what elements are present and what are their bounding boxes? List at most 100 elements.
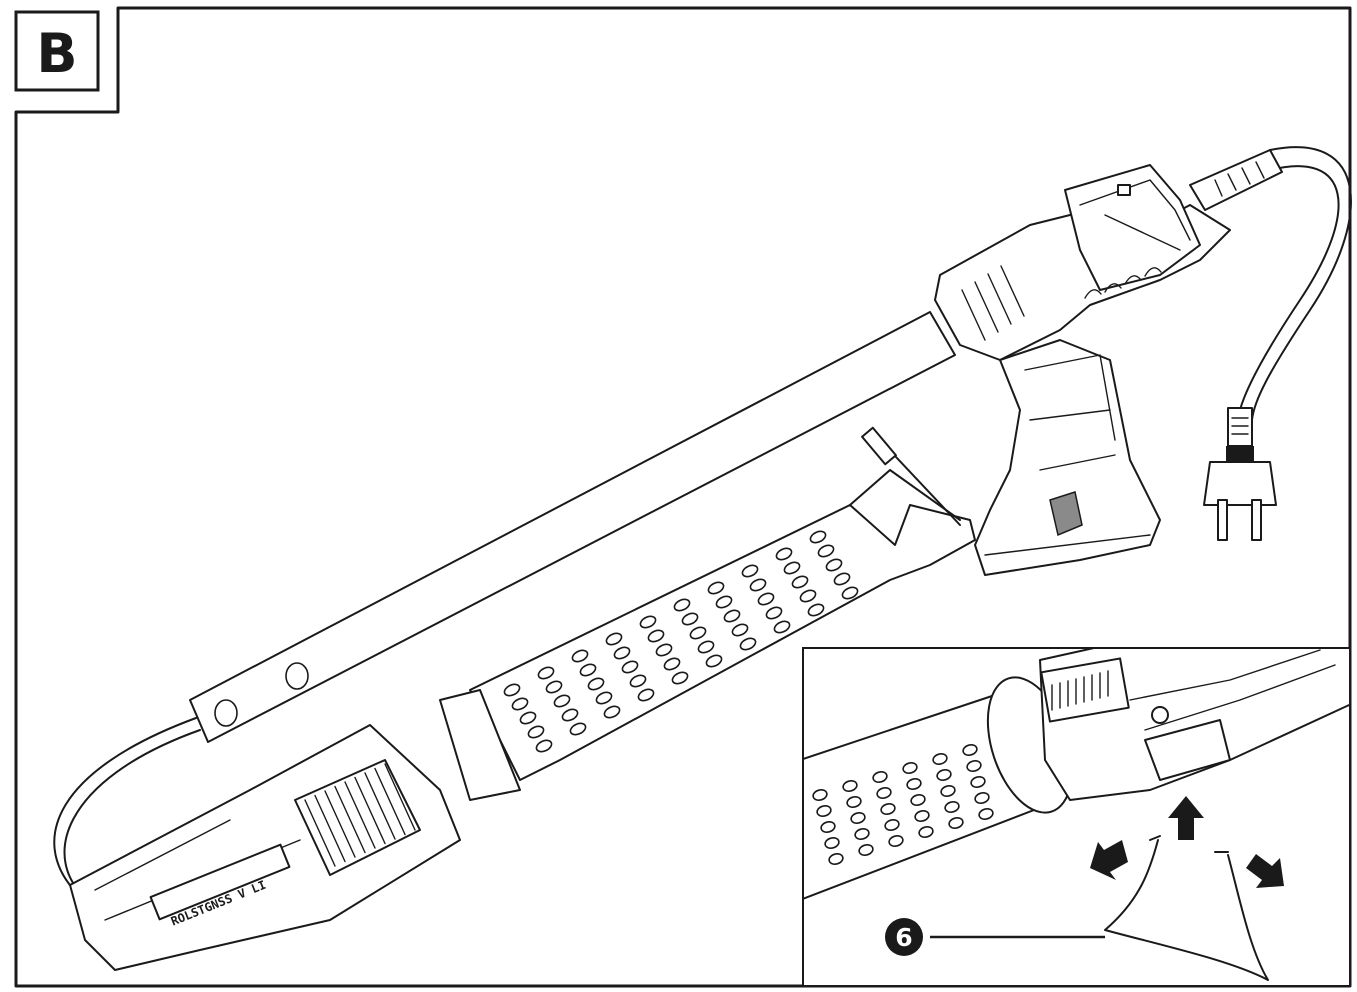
- vent-hole: [850, 812, 866, 824]
- vent-hole: [569, 722, 587, 736]
- vent-hole: [974, 792, 990, 804]
- vent-hole: [741, 564, 759, 578]
- callout-number: 6: [895, 923, 912, 952]
- vent-hole: [858, 844, 874, 856]
- vent-hole: [655, 643, 673, 657]
- vent-hole: [613, 646, 631, 660]
- vent-hole: [537, 666, 555, 680]
- vent-hole: [841, 586, 859, 600]
- vent-hole: [944, 801, 960, 813]
- nozzle-holes: [503, 530, 859, 753]
- vent-hole: [773, 620, 791, 634]
- vent-hole: [888, 835, 904, 847]
- vent-hole: [689, 626, 707, 640]
- vent-hole: [948, 817, 964, 829]
- vent-hole: [545, 680, 563, 694]
- vent-hole: [775, 547, 793, 561]
- vent-hole: [854, 828, 870, 840]
- vent-hole: [681, 612, 699, 626]
- vent-hole: [707, 581, 725, 595]
- vent-hole: [812, 789, 828, 801]
- grip-rib: [354, 776, 386, 845]
- vent-hole: [603, 705, 621, 719]
- direction-arrow-icon: [1090, 796, 1284, 888]
- vent-hole: [978, 808, 994, 820]
- plug-icon: [1203, 407, 1277, 541]
- vent-hole: [902, 762, 918, 774]
- vent-hole: [914, 810, 930, 822]
- grip-rib: [314, 794, 346, 863]
- vent-hole: [872, 771, 888, 783]
- vent-hole: [846, 796, 862, 808]
- grip-rib: [334, 785, 366, 854]
- vent-hole: [799, 589, 817, 603]
- vent-hole: [561, 708, 579, 722]
- vent-hole: [647, 629, 665, 643]
- vent-hole: [621, 660, 639, 674]
- figure-frame: [14, 6, 1352, 988]
- vent-hole: [571, 649, 589, 663]
- vent-hole: [587, 677, 605, 691]
- grip-rib: [304, 799, 336, 867]
- vent-hole: [906, 778, 922, 790]
- vent-hole: [503, 683, 521, 697]
- gun-body: [934, 149, 1283, 361]
- vent-hole: [637, 688, 655, 702]
- vent-hole: [820, 821, 836, 833]
- grip-rib: [324, 790, 356, 858]
- vent-hole: [535, 739, 553, 753]
- grip-rib: [374, 767, 406, 836]
- vent-hole: [731, 623, 749, 637]
- vent-hole: [739, 637, 757, 651]
- vent-hole: [932, 753, 948, 765]
- vent-hole: [663, 657, 681, 671]
- vent-hole: [940, 785, 956, 797]
- vent-hole: [671, 671, 689, 685]
- heat-gun-icon: ROLSTGNSS V LI: [53, 146, 1352, 971]
- panel-letter: B: [36, 22, 77, 85]
- accessory-bar: [189, 311, 956, 743]
- vent-hole: [816, 805, 832, 817]
- stand-bracket-icon: [1104, 835, 1269, 981]
- vent-hole: [519, 711, 537, 725]
- vent-hole: [809, 530, 827, 544]
- vent-hole: [715, 595, 733, 609]
- vent-hole: [553, 694, 571, 708]
- vent-hole: [705, 654, 723, 668]
- callout-6: 6: [885, 918, 1105, 956]
- vent-hole: [639, 615, 657, 629]
- grip-rib: [364, 772, 396, 840]
- inset-detail: 6: [802, 647, 1351, 987]
- vent-hole: [833, 572, 851, 586]
- vent-hole: [966, 760, 982, 772]
- vent-hole: [918, 826, 934, 838]
- vent-hole: [579, 663, 597, 677]
- vent-hole: [697, 640, 715, 654]
- vent-hole: [962, 744, 978, 756]
- vent-hole: [629, 674, 647, 688]
- vent-hole: [824, 837, 840, 849]
- vent-hole: [936, 769, 952, 781]
- vent-hole: [749, 578, 767, 592]
- grip-rib: [344, 781, 376, 849]
- vent-hole: [511, 697, 529, 711]
- vent-hole: [723, 609, 741, 623]
- nozzle-head: ROLSTGNSS V LI: [69, 724, 461, 971]
- vent-hole: [595, 691, 613, 705]
- vent-hole: [880, 803, 896, 815]
- vent-hole: [828, 853, 844, 865]
- vent-hole: [970, 776, 986, 788]
- vent-hole: [783, 561, 801, 575]
- vent-hole: [765, 606, 783, 620]
- vent-hole: [807, 603, 825, 617]
- vent-hole: [757, 592, 775, 606]
- vent-hole: [842, 780, 858, 792]
- vent-hole: [673, 598, 691, 612]
- vent-hole: [910, 794, 926, 806]
- vent-hole: [876, 787, 892, 799]
- gun-handle: [974, 339, 1161, 576]
- vent-hole: [791, 575, 809, 589]
- vent-hole: [605, 632, 623, 646]
- vent-hole: [527, 725, 545, 739]
